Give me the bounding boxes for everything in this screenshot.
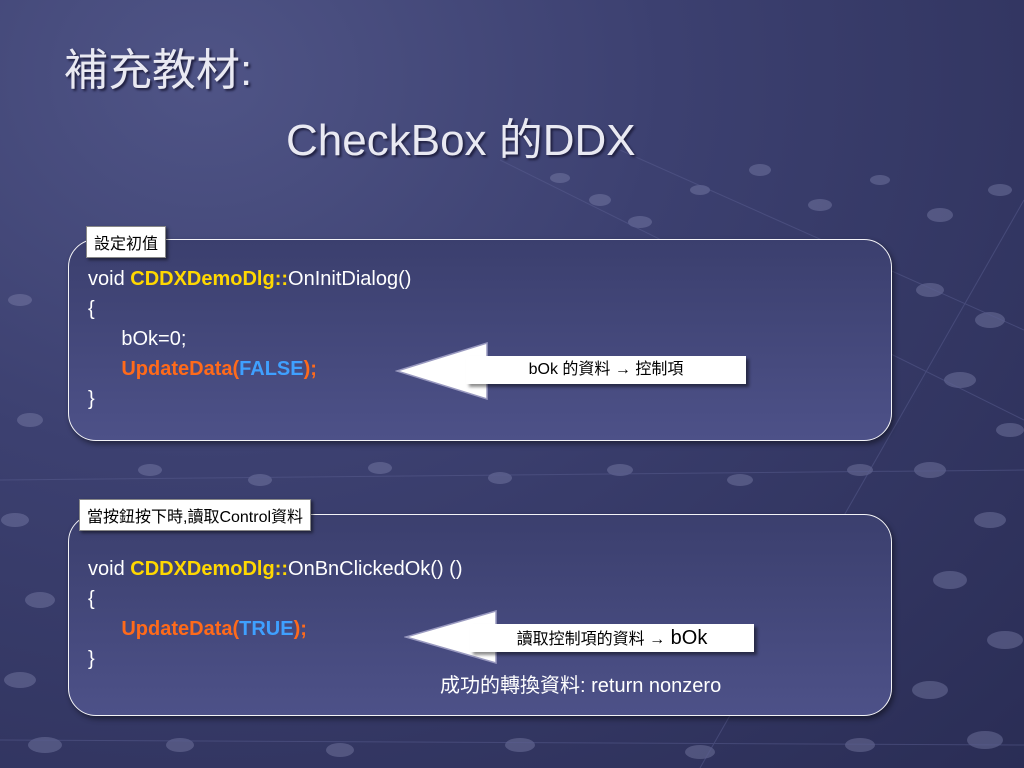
code-line: void CDDXDemoDlg::OnBnClickedOk() () (88, 554, 463, 584)
code-line: { (88, 298, 95, 320)
code-block-init: void CDDXDemoDlg::OnInitDialog(){ bOk=0;… (88, 264, 411, 414)
code-indent (88, 618, 121, 640)
panel-tag-init: 設定初值 (86, 226, 167, 258)
callout-text: 讀取控制項的資料 (516, 631, 650, 648)
right-arrow-icon: → (649, 631, 666, 648)
slide-title-line1: 補充教材: (64, 46, 253, 95)
code-arg: FALSE (239, 358, 304, 380)
code-line: } (88, 388, 95, 410)
code-method: OnBnClickedOk() () (288, 558, 463, 580)
code-block-clicked: void CDDXDemoDlg::OnBnClickedOk() (){ Up… (88, 554, 463, 674)
code-class-name: CDDXDemoDlg:: (130, 558, 289, 580)
code-keyword: void (88, 558, 131, 580)
return-note: 成功的轉換資料: return nonzero (440, 675, 722, 697)
code-line: UpdateData(TRUE); (88, 614, 463, 644)
code-call-end: ); (303, 358, 317, 380)
code-method: OnInitDialog() (288, 268, 412, 290)
callout-text: bOk 的資料 (528, 361, 615, 378)
code-indent (88, 358, 121, 380)
code-line: { (88, 588, 95, 610)
code-line: UpdateData(FALSE); (88, 354, 411, 384)
callout-note-init: bOk 的資料 → 控制項 (466, 356, 746, 384)
code-panel-init (68, 239, 892, 441)
code-keyword: void (88, 268, 131, 290)
code-line: void CDDXDemoDlg::OnInitDialog() (88, 264, 411, 294)
callout-text: bOk (665, 627, 708, 649)
code-arg: TRUE (239, 618, 294, 640)
callout-text: 控制項 (630, 361, 684, 378)
code-class-name: CDDXDemoDlg:: (130, 268, 289, 290)
panel-tag-clicked: 當按鈕按下時,讀取Control資料 (79, 499, 312, 531)
code-call: UpdateData( (121, 358, 240, 380)
code-call: UpdateData( (121, 618, 240, 640)
right-arrow-icon: → (614, 361, 631, 378)
code-line: } (88, 648, 95, 670)
code-call-end: ); (293, 618, 307, 640)
code-line: bOk=0; (88, 328, 187, 350)
callout-note-clicked: 讀取控制項的資料 → bOk (470, 624, 754, 652)
slide-title-line2: CheckBox 的DDX (286, 116, 636, 165)
